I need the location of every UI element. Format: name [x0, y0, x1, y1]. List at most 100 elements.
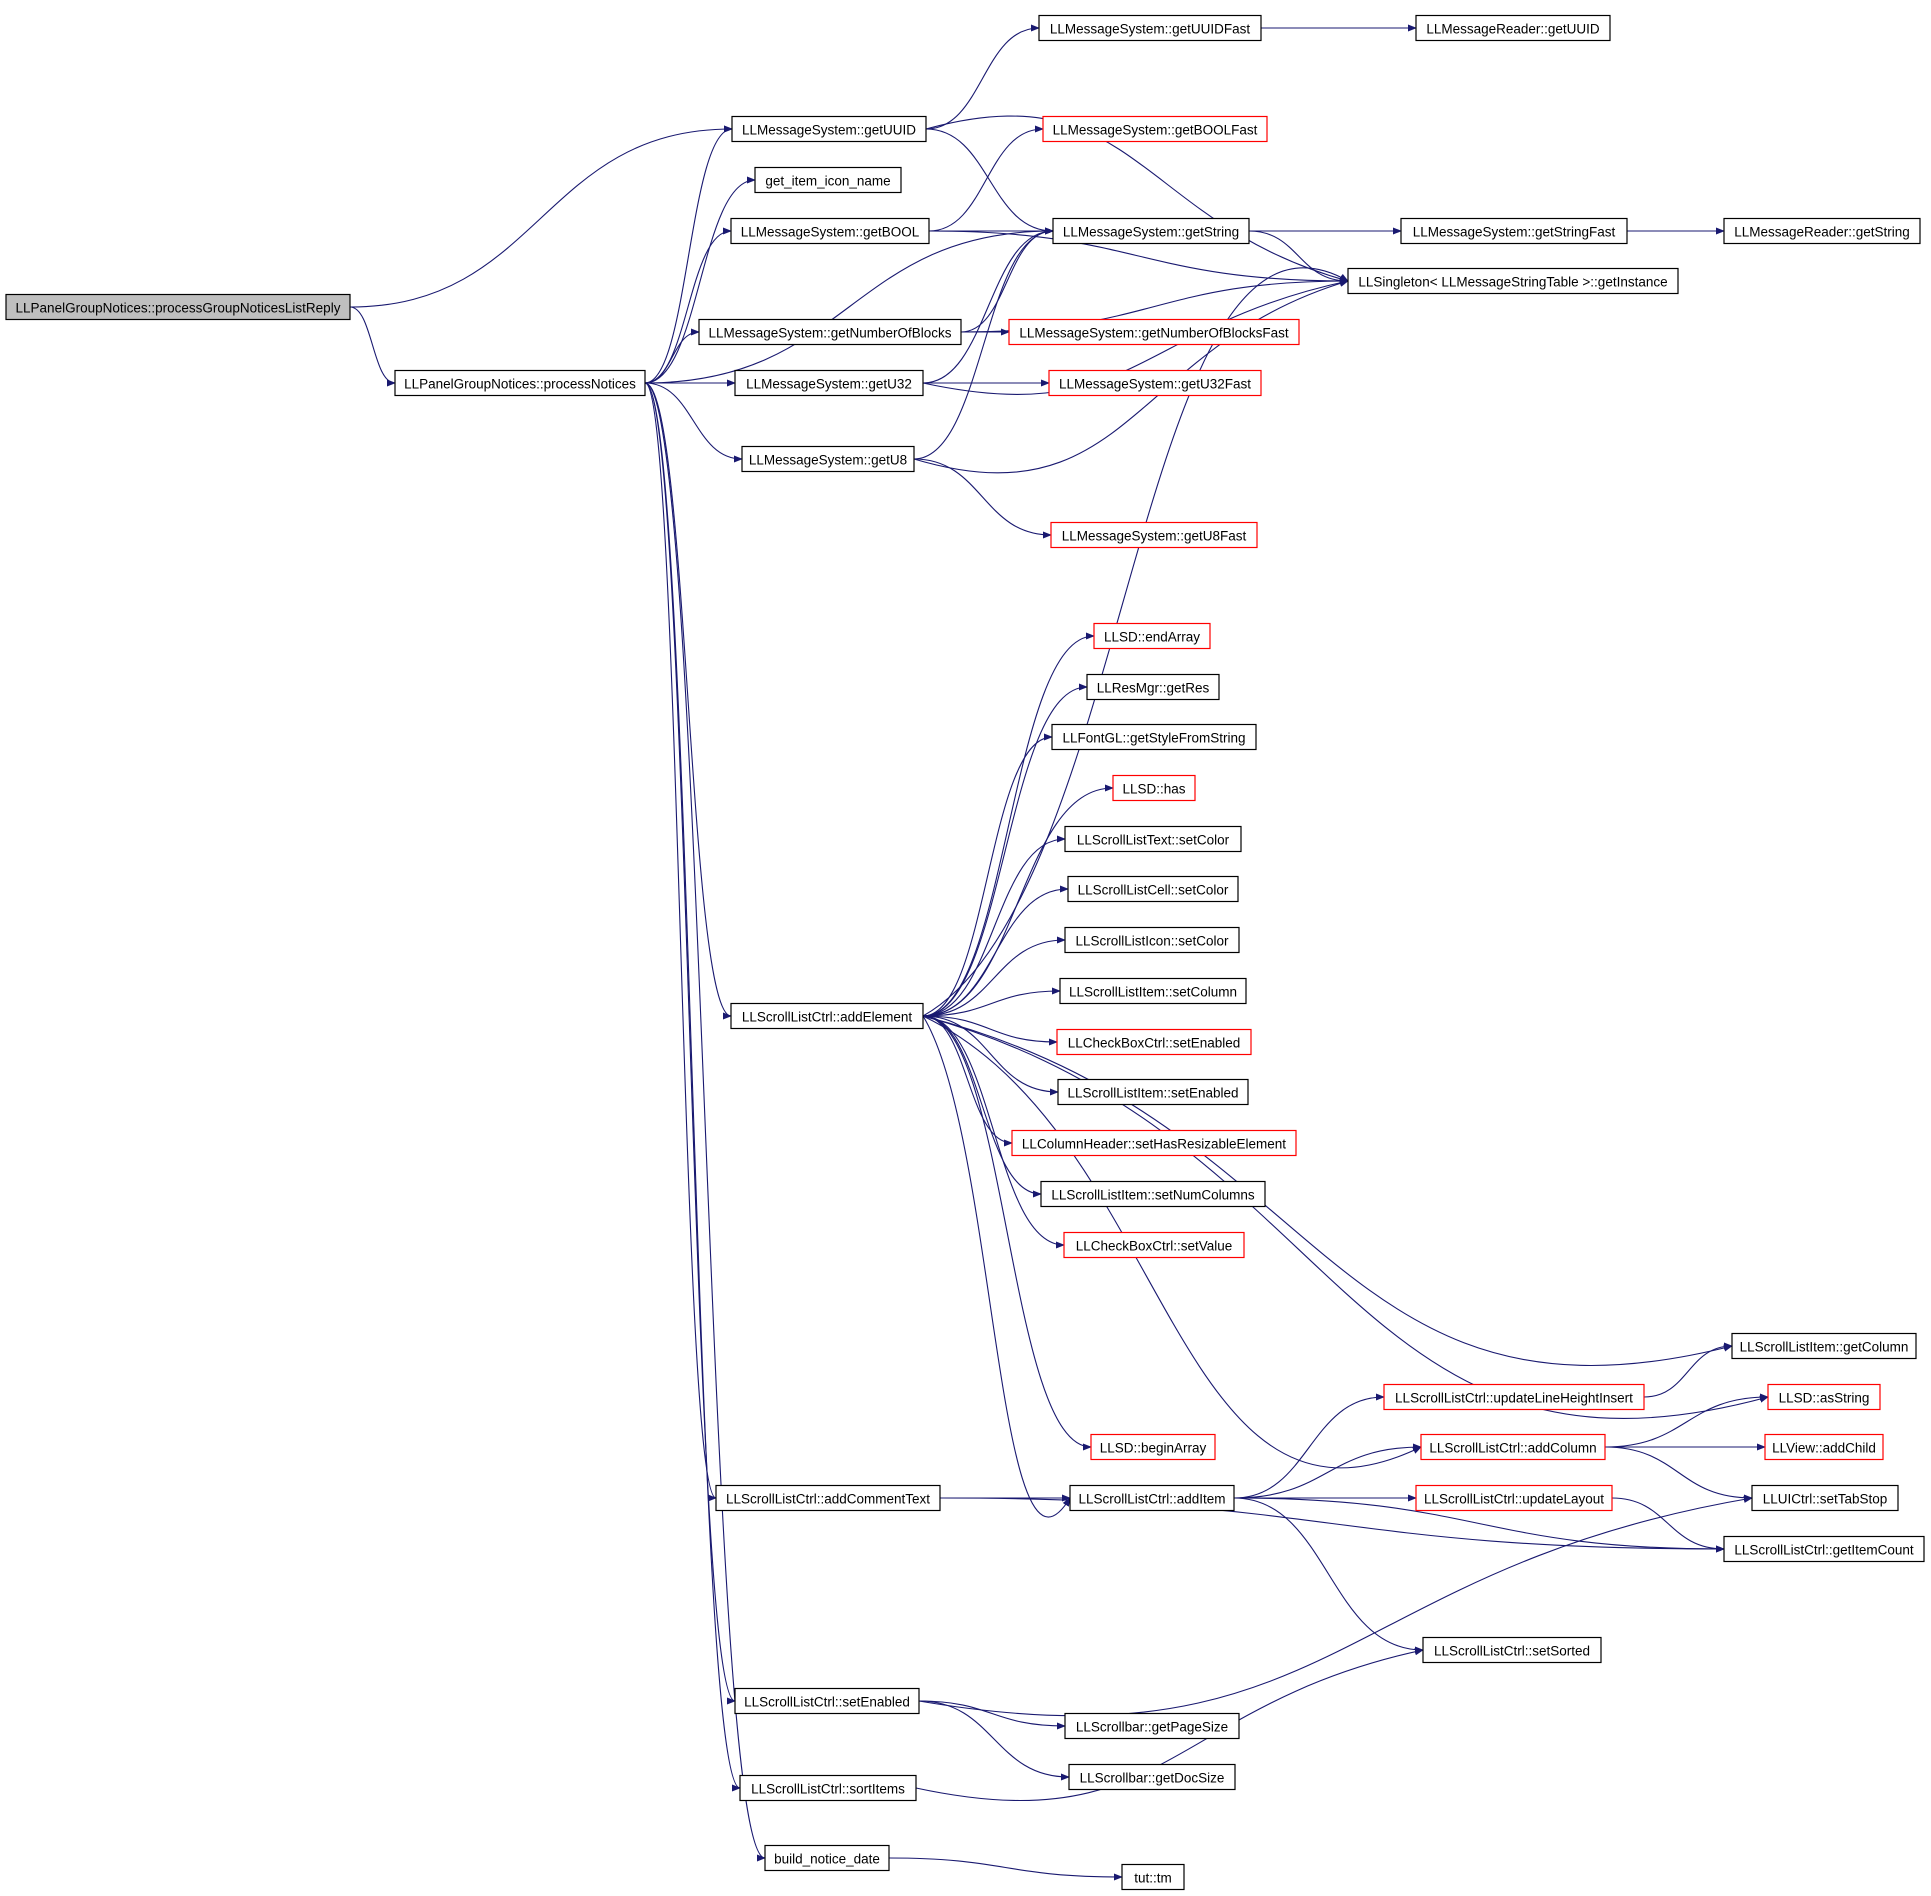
- node-updLineHeight[interactable]: LLScrollListCtrl::updateLineHeightInsert: [1383, 1383, 1645, 1411]
- node-label: LLCheckBoxCtrl::setEnabled: [1068, 1036, 1241, 1051]
- node-label: LLScrollListCtrl::getItemCount: [1734, 1543, 1914, 1558]
- node-sortItems[interactable]: LLScrollListCtrl::sortItems: [739, 1774, 917, 1802]
- node-addCommentText[interactable]: LLScrollListCtrl::addCommentText: [715, 1484, 941, 1512]
- node-itemSetEnabled[interactable]: LLScrollListItem::setEnabled: [1057, 1078, 1249, 1106]
- node-singleton[interactable]: LLSingleton< LLMessageStringTable >::get…: [1347, 267, 1679, 295]
- edge-addElement-to-hasResizable: [922, 1015, 1013, 1147]
- node-addColumn[interactable]: LLScrollListCtrl::addColumn: [1420, 1433, 1606, 1461]
- node-label: LLMessageReader::getUUID: [1426, 22, 1600, 37]
- node-textSetColor[interactable]: LLScrollListText::setColor: [1064, 825, 1242, 853]
- node-getBOOLFast[interactable]: LLMessageSystem::getBOOLFast: [1042, 115, 1268, 143]
- edge-root-to-processNotices: [349, 306, 396, 387]
- node-hasResizable[interactable]: LLColumnHeader::setHasResizableElement: [1011, 1129, 1297, 1157]
- node-box: [1090, 1433, 1216, 1461]
- node-box: [754, 166, 902, 194]
- node-box: [1764, 1433, 1884, 1461]
- node-label: LLSD::endArray: [1104, 630, 1200, 645]
- node-label: LLScrollbar::getDocSize: [1080, 1771, 1225, 1786]
- node-getU8Fast[interactable]: LLMessageSystem::getU8Fast: [1050, 521, 1258, 549]
- node-label: LLScrollListItem::setEnabled: [1067, 1086, 1238, 1101]
- node-addElement[interactable]: LLScrollListCtrl::addElement: [730, 1002, 924, 1030]
- node-styleFromString[interactable]: LLFontGL::getStyleFromString: [1051, 723, 1257, 751]
- node-getString[interactable]: LLMessageSystem::getString: [1052, 217, 1250, 245]
- node-box: [1415, 1484, 1613, 1512]
- node-box: [1040, 1180, 1266, 1208]
- node-cellSetColor[interactable]: LLScrollListCell::setColor: [1067, 875, 1239, 903]
- node-box: [1042, 115, 1268, 143]
- node-noticeDate[interactable]: build_notice_date: [764, 1844, 890, 1872]
- node-asString[interactable]: LLSD::asString: [1767, 1383, 1881, 1411]
- node-beginArray[interactable]: LLSD::beginArray: [1090, 1433, 1216, 1461]
- node-getUUID[interactable]: LLMessageSystem::getUUID: [731, 115, 927, 143]
- edge-addElement-to-itemGetColumn: [922, 1015, 1733, 1366]
- node-root[interactable]: LLPanelGroupNotices::processGroupNotices…: [5, 293, 351, 321]
- node-label: LLMessageSystem::getBOOL: [741, 225, 920, 240]
- node-cbSetEnabled[interactable]: LLCheckBoxCtrl::setEnabled: [1056, 1028, 1252, 1056]
- node-getItemCount[interactable]: LLScrollListCtrl::getItemCount: [1723, 1535, 1925, 1563]
- node-getDocSize[interactable]: LLScrollbar::getDocSize: [1068, 1763, 1236, 1791]
- node-itemSetColumn[interactable]: LLScrollListItem::setColumn: [1059, 977, 1247, 1005]
- node-setTabStop[interactable]: LLUICtrl::setTabStop: [1751, 1484, 1899, 1512]
- node-getPageSize[interactable]: LLScrollbar::getPageSize: [1064, 1712, 1240, 1740]
- node-sdHas[interactable]: LLSD::has: [1112, 774, 1196, 802]
- node-iconSetColor[interactable]: LLScrollListIcon::setColor: [1064, 926, 1240, 954]
- node-getBOOL[interactable]: LLMessageSystem::getBOOL: [730, 217, 930, 245]
- node-getRes[interactable]: LLResMgr::getRes: [1086, 673, 1220, 701]
- edge-addElement-to-addColumn: [922, 1015, 1422, 1469]
- node-box: [1723, 217, 1921, 245]
- node-itemGetColumn[interactable]: LLScrollListItem::getColumn: [1731, 1332, 1917, 1360]
- node-getNumBlocks[interactable]: LLMessageSystem::getNumberOfBlocks: [698, 318, 962, 346]
- node-addItem[interactable]: LLScrollListCtrl::addItem: [1069, 1484, 1235, 1512]
- node-mrGetString[interactable]: LLMessageReader::getString: [1723, 217, 1921, 245]
- node-ctrlSetEnabled[interactable]: LLScrollListCtrl::setEnabled: [734, 1687, 920, 1715]
- node-getU32Fast[interactable]: LLMessageSystem::getU32Fast: [1048, 369, 1262, 397]
- node-label: LLMessageSystem::getStringFast: [1413, 225, 1616, 240]
- node-setNumColumns[interactable]: LLScrollListItem::setNumColumns: [1040, 1180, 1266, 1208]
- edge-processNotices-to-sortItems: [644, 382, 741, 1792]
- edge-processNotices-to-getString: [644, 227, 1054, 384]
- edge-addElement-to-asString: [922, 1015, 1769, 1419]
- node-cbSetValue[interactable]: LLCheckBoxCtrl::setValue: [1063, 1231, 1245, 1259]
- node-endArray[interactable]: LLSD::endArray: [1093, 622, 1211, 650]
- node-label: LLMessageSystem::getNumberOfBlocks: [708, 326, 951, 341]
- edge-updLineHeight-to-itemGetColumn: [1643, 1342, 1733, 1398]
- node-processNotices[interactable]: LLPanelGroupNotices::processNotices: [394, 369, 646, 397]
- node-label: tut::tm: [1134, 1871, 1172, 1886]
- node-getStringFast[interactable]: LLMessageSystem::getStringFast: [1400, 217, 1628, 245]
- edge-addElement-to-cellSetColor: [922, 885, 1069, 1017]
- edge-processNotices-to-getNumBlocks: [644, 328, 700, 384]
- node-label: LLSD::beginArray: [1100, 1441, 1207, 1456]
- node-box: [731, 115, 927, 143]
- node-box: [715, 1484, 941, 1512]
- node-label: LLScrollListCtrl::setEnabled: [744, 1695, 910, 1710]
- node-box: [1064, 1712, 1240, 1740]
- node-box: [1093, 622, 1211, 650]
- node-box: [734, 369, 924, 397]
- node-mrGetUUID[interactable]: LLMessageReader::getUUID: [1415, 14, 1611, 42]
- node-box: [394, 369, 646, 397]
- edge-ctrlSetEnabled-to-setTabStop: [918, 1495, 1753, 1717]
- node-getU8[interactable]: LLMessageSystem::getU8: [741, 445, 915, 473]
- edge-ctrlSetEnabled-to-getPageSize: [918, 1700, 1066, 1730]
- node-box: [1767, 1383, 1881, 1411]
- node-box: [734, 1687, 920, 1715]
- node-label: LLScrollListItem::getColumn: [1740, 1340, 1909, 1355]
- edge-processNotices-to-addCommentText: [644, 382, 717, 1502]
- edge-processNotices-to-getU8: [644, 382, 743, 463]
- node-label: LLUICtrl::setTabStop: [1763, 1492, 1888, 1507]
- node-getU32[interactable]: LLMessageSystem::getU32: [734, 369, 924, 397]
- node-tutTm[interactable]: tut::tm: [1121, 1863, 1185, 1891]
- node-updateLayout[interactable]: LLScrollListCtrl::updateLayout: [1415, 1484, 1613, 1512]
- node-setSorted[interactable]: LLScrollListCtrl::setSorted: [1422, 1636, 1602, 1664]
- node-getNumBlocksFast[interactable]: LLMessageSystem::getNumberOfBlocksFast: [1008, 318, 1300, 346]
- edge-sortItems-to-setSorted: [915, 1648, 1424, 1802]
- node-addChild[interactable]: LLView::addChild: [1764, 1433, 1884, 1461]
- edge-addElement-to-itemSetColumn: [922, 987, 1061, 1017]
- node-iconName[interactable]: get_item_icon_name: [754, 166, 902, 194]
- node-box: [698, 318, 962, 346]
- edge-getU8-to-singleton: [913, 279, 1349, 474]
- edge-processNotices-to-getBOOL: [644, 227, 732, 384]
- node-label: LLScrollListCell::setColor: [1078, 883, 1229, 898]
- edges: [349, 24, 1769, 1881]
- node-getUUIDFast[interactable]: LLMessageSystem::getUUIDFast: [1038, 14, 1262, 42]
